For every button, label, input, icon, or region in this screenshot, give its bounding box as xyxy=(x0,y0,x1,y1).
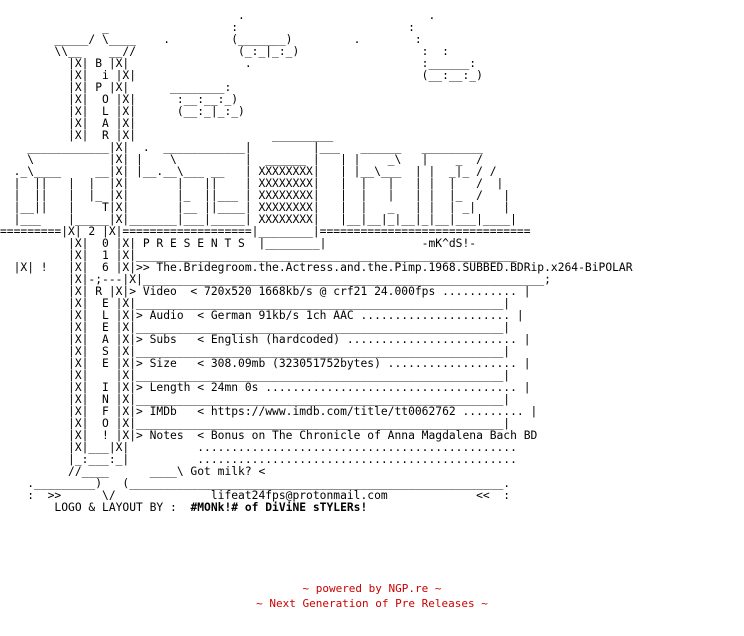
credits-group: #MONk!# of DiViNE sTYLERs! xyxy=(190,501,368,514)
footer-tagline: ~ Next Generation of Pre Releases ~ xyxy=(256,597,488,610)
nfo-art-body: . . _ : : _____/ \____ . (_______) . : \… xyxy=(0,9,633,502)
footer-powered-by: ~ powered by NGP.re ~ xyxy=(302,582,442,595)
nfo-ascii-art: . . _ : : _____/ \____ . (_______) . : \… xyxy=(0,10,633,514)
credits-label: LOGO & LAYOUT BY : xyxy=(0,501,191,514)
